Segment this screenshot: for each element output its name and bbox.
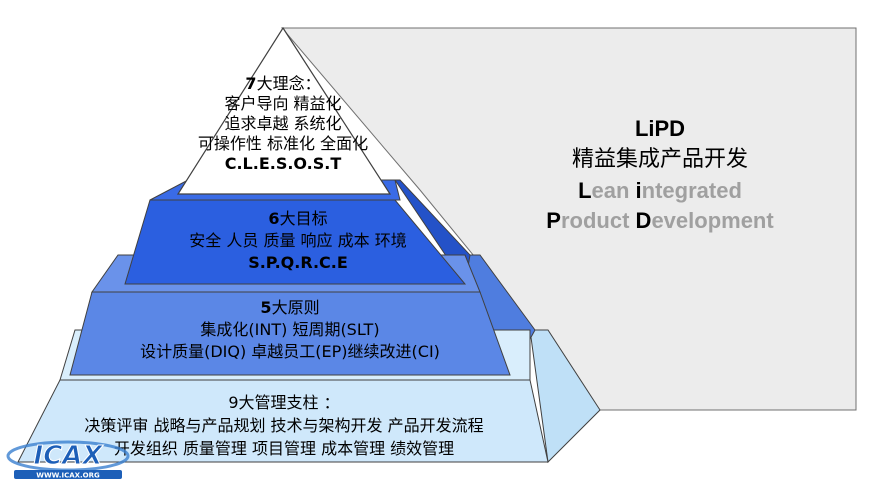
tier2-line: 安全 人员 质量 响应 成本 环境 [189,231,407,250]
tier1-label: 7大理念： 客户导向 精益化 追求卓越 系统化 可操作性 标准化 全面化 C.L… [170,74,396,174]
tier3-label: 5大原则 集成化(INT) 短周期(SLT) 设计质量(DIQ) 卓越员工(EP… [90,297,490,363]
tier4-title: 9大管理支柱 ： [228,393,340,412]
tier4-label: 9大管理支柱 ： 决策评审 战略与产品规划 技术与架构开发 产品开发流程 开发组… [14,391,554,460]
side-title-block: LiPD 精益集成产品开发 Lean integrated Product De… [490,114,830,236]
tier2-code: S.P.Q.R.C.E [248,253,348,272]
svg-text:WWW.ICAX.ORG: WWW.ICAX.ORG [36,472,100,480]
side-title-chinese: 精益集成产品开发 [571,147,748,172]
tier1-line-1: 客户导向 精益化 [224,94,342,113]
tier4-line-2: 开发组织 质量管理 项目管理 成本管理 绩效管理 [113,439,455,458]
side-title-lipd: LiPD [634,116,686,141]
tier4-line-1: 决策评审 战略与产品规划 技术与架构开发 产品开发流程 [84,416,484,435]
tier3-title: 5大原则 [260,298,320,317]
tier3-line-1: 集成化(INT) 短周期(SLT) [200,320,380,339]
tier2-title: 6大目标 [268,209,328,228]
tier1-line-2: 追求卓越 系统化 [224,114,342,133]
side-title-product-development: Product Development [546,208,774,233]
tier1-line-3: 可操作性 标准化 全面化 [197,134,369,153]
svg-text:ICAX: ICAX [34,441,105,471]
tier4-side [529,329,601,464]
tier2-label: 6大目标 安全 人员 质量 响应 成本 环境 S.P.Q.R.C.E [140,208,456,274]
tier1-code: C.L.E.S.O.S.T [224,154,342,173]
icax-logo: ICAX WWW.ICAX.ORG [4,436,132,480]
side-title-lean-integrated: Lean integrated [578,178,742,203]
tier1-apex [176,26,392,195]
tier3-line-2: 设计质量(DIQ) 卓越员工(EP)继续改进(CI) [140,342,440,361]
tier1-title: 7大理念： [245,74,321,93]
background-panel [280,27,857,411]
